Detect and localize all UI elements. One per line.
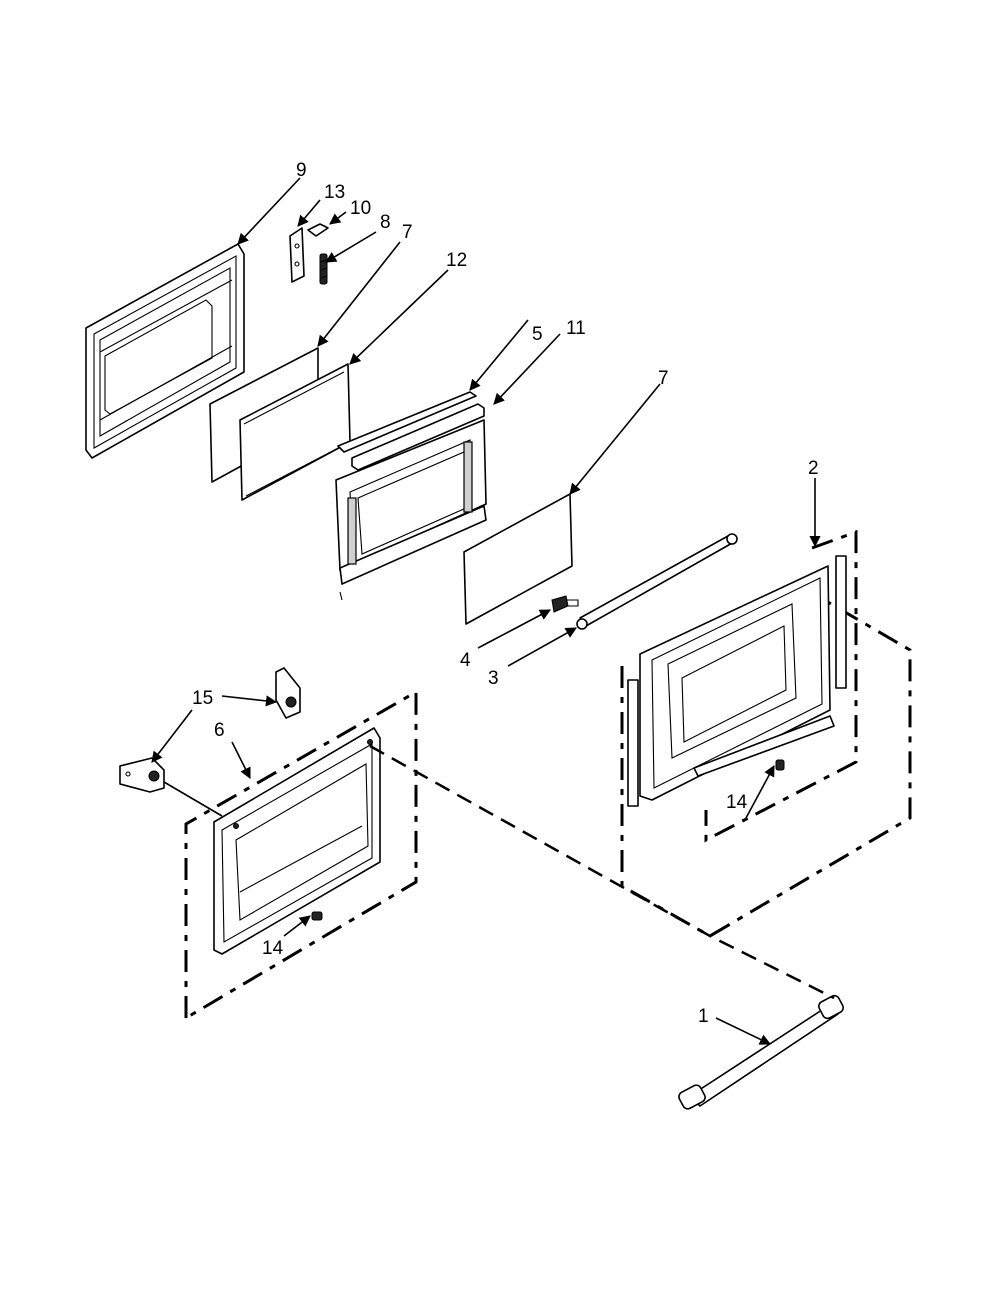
label-8: 8: [380, 212, 391, 233]
hinge-connector-line: [163, 781, 223, 817]
door-frame-assembly-part: [335, 391, 487, 601]
label-7-lower: 7: [658, 368, 669, 389]
label-13: 13: [324, 182, 345, 203]
outer-door-part: [620, 529, 912, 938]
label-12: 12: [446, 250, 467, 271]
hinge-receiver-parts: [119, 667, 301, 793]
label-6: 6: [214, 720, 225, 741]
glass-pane-lower-part: [463, 493, 573, 625]
handle-part: [678, 994, 844, 1110]
label-3: 3: [488, 668, 499, 689]
label-11: 11: [566, 318, 586, 339]
label-1: 1: [698, 1006, 709, 1027]
part-labels: 9 13 10 8 7 12 5 11 7 2 4 3 15 6 14 14 1: [192, 160, 819, 1027]
label-14-right: 14: [726, 792, 748, 813]
label-15: 15: [192, 688, 213, 709]
label-14-left: 14: [262, 938, 284, 959]
label-5: 5: [532, 324, 543, 345]
label-7-upper: 7: [402, 222, 413, 243]
door-front-part: [184, 689, 418, 1020]
label-2: 2: [808, 458, 819, 479]
label-10: 10: [350, 198, 371, 219]
label-4: 4: [460, 650, 471, 671]
label-9: 9: [296, 160, 307, 181]
rod-and-screw-parts: [551, 533, 738, 630]
assembly-line: [369, 744, 835, 1000]
hinge-parts: [289, 223, 329, 285]
leader-lines: [151, 177, 821, 1045]
